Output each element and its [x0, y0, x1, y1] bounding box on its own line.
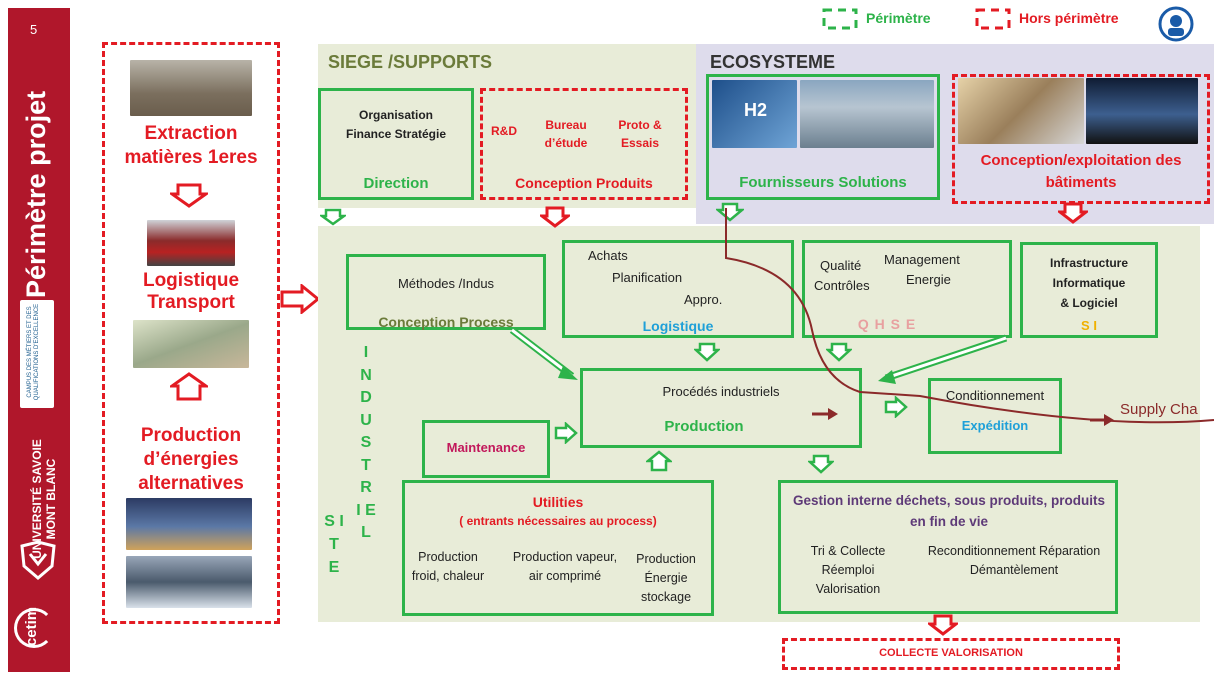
legend-outscope-icon — [975, 8, 1011, 35]
cetim-logo: cetim — [14, 604, 62, 650]
arrow-down-icon — [925, 614, 961, 641]
infra-label-1: Infrastructure — [1049, 256, 1129, 270]
collecte-label: COLLECTE VALORISATION — [879, 647, 1023, 659]
arrow-down-icon — [167, 182, 211, 213]
arrow-down-icon — [1055, 202, 1091, 229]
ecosysteme-title: ECOSYSTEME — [710, 52, 836, 72]
prod-energie-label: Production Énergie stockage — [636, 552, 696, 604]
qhse-box — [802, 240, 1012, 338]
legend-inscope: Périmètre — [866, 10, 931, 26]
arrow-down-icon — [318, 208, 348, 231]
extraction-label: Extraction matières 1eres — [124, 123, 258, 168]
building-photo — [1086, 78, 1198, 144]
powerplant-photo — [126, 498, 252, 550]
energie-label: Energie — [906, 272, 951, 287]
direction-items: Organisation Finance Stratégie — [345, 108, 447, 141]
siege-panel — [318, 44, 696, 208]
methodes-box — [346, 254, 546, 330]
siege-title: SIEGE /SUPPORTS — [328, 52, 493, 72]
award-badge-icon — [1156, 4, 1196, 49]
expedition-label: Expédition — [961, 418, 1029, 433]
sidebar: 5 Périmètre projet CAMPUS DES MÉTIERS ET… — [0, 0, 97, 680]
cp-proto: Proto & Essais — [618, 118, 662, 150]
site-vertical-label: S I T E — [324, 513, 344, 576]
conception-process-label: Conception Process — [378, 314, 514, 330]
fournisseurs-box — [706, 74, 940, 200]
methodes-label: Méthodes /Indus — [397, 276, 495, 291]
site-panel — [318, 226, 1200, 622]
utilities-box — [402, 480, 714, 616]
qhse-label: Q H S E — [857, 316, 917, 332]
truck-photo — [147, 220, 235, 266]
conception-produits-box — [480, 88, 688, 200]
maintenance-label: Maintenance — [446, 440, 526, 455]
pipeline-photo — [133, 320, 249, 368]
worker-photo — [958, 78, 1084, 144]
dechets-box — [778, 480, 1118, 614]
arrow-right-icon — [884, 395, 908, 423]
arrow-up-icon — [644, 450, 674, 477]
prod-froid-label: Production froid, chaleur — [411, 550, 485, 583]
campus-logo — [20, 300, 54, 408]
production-box — [580, 368, 862, 448]
arrow-down-icon — [824, 342, 854, 367]
energies-label: Production d’énergies alternatives — [138, 425, 244, 494]
production-label: Production — [664, 418, 744, 435]
logistique-label-site: Logistique — [642, 318, 714, 334]
batiments-label: Conception/exploitation des bâtiments — [980, 152, 1182, 191]
procedes-label: Procédés industriels — [662, 384, 780, 399]
cp-bureau: Bureau d’étude — [544, 118, 588, 150]
upstream-column — [102, 42, 280, 624]
arrow-right-icon — [280, 282, 321, 319]
qualite-label: Qualité — [820, 258, 862, 273]
arrow-down-icon — [806, 454, 836, 479]
direction-label: Direction — [363, 175, 429, 192]
h2-photo — [712, 80, 797, 148]
arrow-down-icon — [537, 206, 573, 233]
arrow-right-icon — [554, 421, 578, 449]
slide-number: 5 — [30, 22, 38, 37]
achats-label: Achats — [588, 248, 628, 263]
dechets-right-label: Reconditionnement Réparation Démantèleme… — [927, 544, 1101, 577]
infra-label-3: & Logiciel — [1060, 296, 1118, 310]
direction-box — [318, 88, 474, 200]
cp-label: Conception Produits — [515, 175, 653, 191]
prod-vapeur-label: Production vapeur, air comprimé — [512, 550, 618, 583]
h2-label: H2 — [744, 100, 768, 120]
arrow-down-icon — [714, 202, 746, 227]
controles-label: Contrôles — [814, 278, 870, 293]
utilities-subtitle: ( entrants nécessaires au process) — [459, 514, 657, 528]
management-label: Management — [884, 252, 960, 267]
extraction-photo — [130, 60, 252, 116]
logistique-label: Logistique Transport — [142, 270, 240, 313]
dam-photo — [126, 556, 252, 608]
arrow-up-icon — [167, 372, 211, 407]
dechets-left-label: Tri & Collecte Réemploi Valorisation — [810, 544, 886, 596]
legend-inscope-icon — [822, 8, 858, 35]
cp-rd: R&D — [491, 124, 517, 138]
infra-label-2: Informatique — [1052, 276, 1126, 290]
industrial-photo — [800, 80, 934, 148]
fournisseurs-label: Fournisseurs Solutions — [739, 174, 907, 191]
si-label: S I — [1081, 318, 1097, 333]
arrow-down-icon — [692, 342, 722, 367]
maintenance-box — [422, 420, 550, 478]
industriel-vertical-label: I N D U S T R I E L — [356, 344, 376, 541]
collecte-box — [782, 638, 1120, 670]
dechets-title: Gestion interne déchets, sous produits, … — [792, 493, 1106, 529]
legend-outscope: Hors périmètre — [1019, 10, 1119, 26]
universite-shield-icon — [18, 540, 58, 580]
si-box — [1020, 242, 1158, 338]
appro-label: Appro. — [684, 292, 723, 307]
conditionnement-label: Conditionnement — [945, 388, 1045, 403]
utilities-title: Utilities — [532, 494, 584, 510]
planification-label: Planification — [612, 270, 683, 285]
supply-chain-label: Supply Cha — [1120, 401, 1198, 418]
